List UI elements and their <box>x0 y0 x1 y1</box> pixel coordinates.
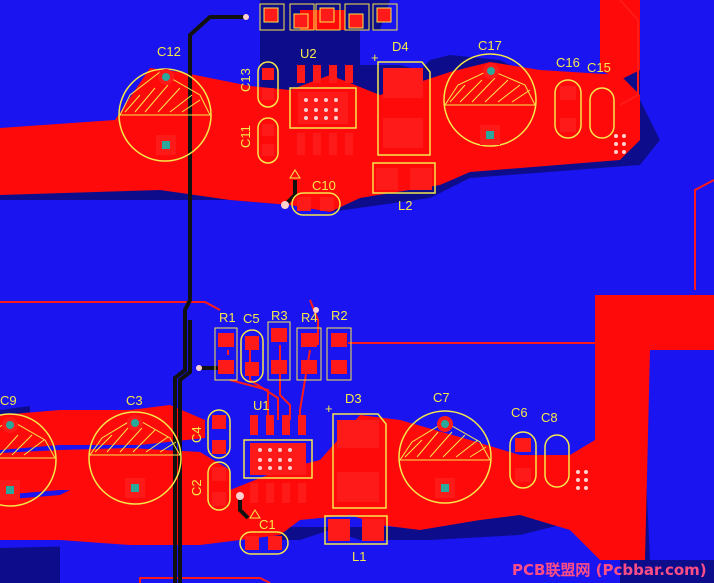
designator-c1: C1 <box>259 517 276 532</box>
designator-c17: C17 <box>478 38 502 53</box>
resistor-r4 <box>296 307 322 381</box>
designator-c13: C13 <box>238 68 253 92</box>
cap-c7 <box>398 410 492 504</box>
cap-c9 <box>0 413 57 507</box>
designator-r3: R3 <box>271 308 288 323</box>
designator-c11: C11 <box>238 125 253 148</box>
cap-c3 <box>88 411 182 505</box>
resistor-r1 <box>214 327 238 381</box>
ic-u2 <box>289 65 357 155</box>
vias <box>196 14 249 371</box>
designator-c10: C10 <box>312 178 336 193</box>
d4-polarity: + <box>371 50 379 65</box>
designator-l1: L1 <box>352 549 366 564</box>
designator-d4: D4 <box>392 39 409 54</box>
cap-c11 <box>257 117 279 164</box>
watermark: PCB联盟网 (Pcbbar.com) <box>512 561 707 579</box>
cap-c2 <box>207 461 231 511</box>
ic-u1 <box>243 415 313 503</box>
designator-d3: D3 <box>345 391 362 406</box>
designator-r2: R2 <box>331 308 348 323</box>
cap-c4 <box>207 409 231 459</box>
designator-l2: L2 <box>398 198 412 213</box>
black-tracks <box>173 15 297 583</box>
resistor-r2 <box>326 327 352 381</box>
diode-d4 <box>377 61 431 156</box>
designator-u2: U2 <box>300 46 317 61</box>
designator-c2: C2 <box>189 479 204 496</box>
designator-c6: C6 <box>511 405 528 420</box>
d3-polarity: + <box>325 401 333 416</box>
designator-c12: C12 <box>157 44 181 59</box>
inductor-l2 <box>372 162 436 194</box>
designator-c8: C8 <box>541 410 558 425</box>
cap-c17 <box>443 53 537 147</box>
inductor-l1 <box>324 515 388 545</box>
caps-c6-c8 <box>509 431 588 490</box>
resistor-r3 <box>267 321 291 381</box>
designator-c16: C16 <box>556 55 580 70</box>
cap-c10 <box>281 169 341 216</box>
designator-c4: C4 <box>189 426 204 443</box>
designator-c5: C5 <box>243 311 260 326</box>
cap-c13 <box>257 61 279 108</box>
designator-u1: U1 <box>253 398 270 413</box>
designator-c15: C15 <box>587 60 611 75</box>
caps-c16-c15 <box>554 79 626 154</box>
cap-c1 <box>236 492 289 555</box>
designator-r4: R4 <box>301 310 318 325</box>
cap-c5 <box>240 329 264 383</box>
designator-c3: C3 <box>126 393 143 408</box>
diode-d3 <box>332 413 387 509</box>
cap-c12 <box>118 68 212 162</box>
resistor-row-top <box>259 3 398 31</box>
designator-c7: C7 <box>433 390 450 405</box>
designator-c9: C9 <box>0 393 17 408</box>
designator-r1: R1 <box>219 310 236 325</box>
